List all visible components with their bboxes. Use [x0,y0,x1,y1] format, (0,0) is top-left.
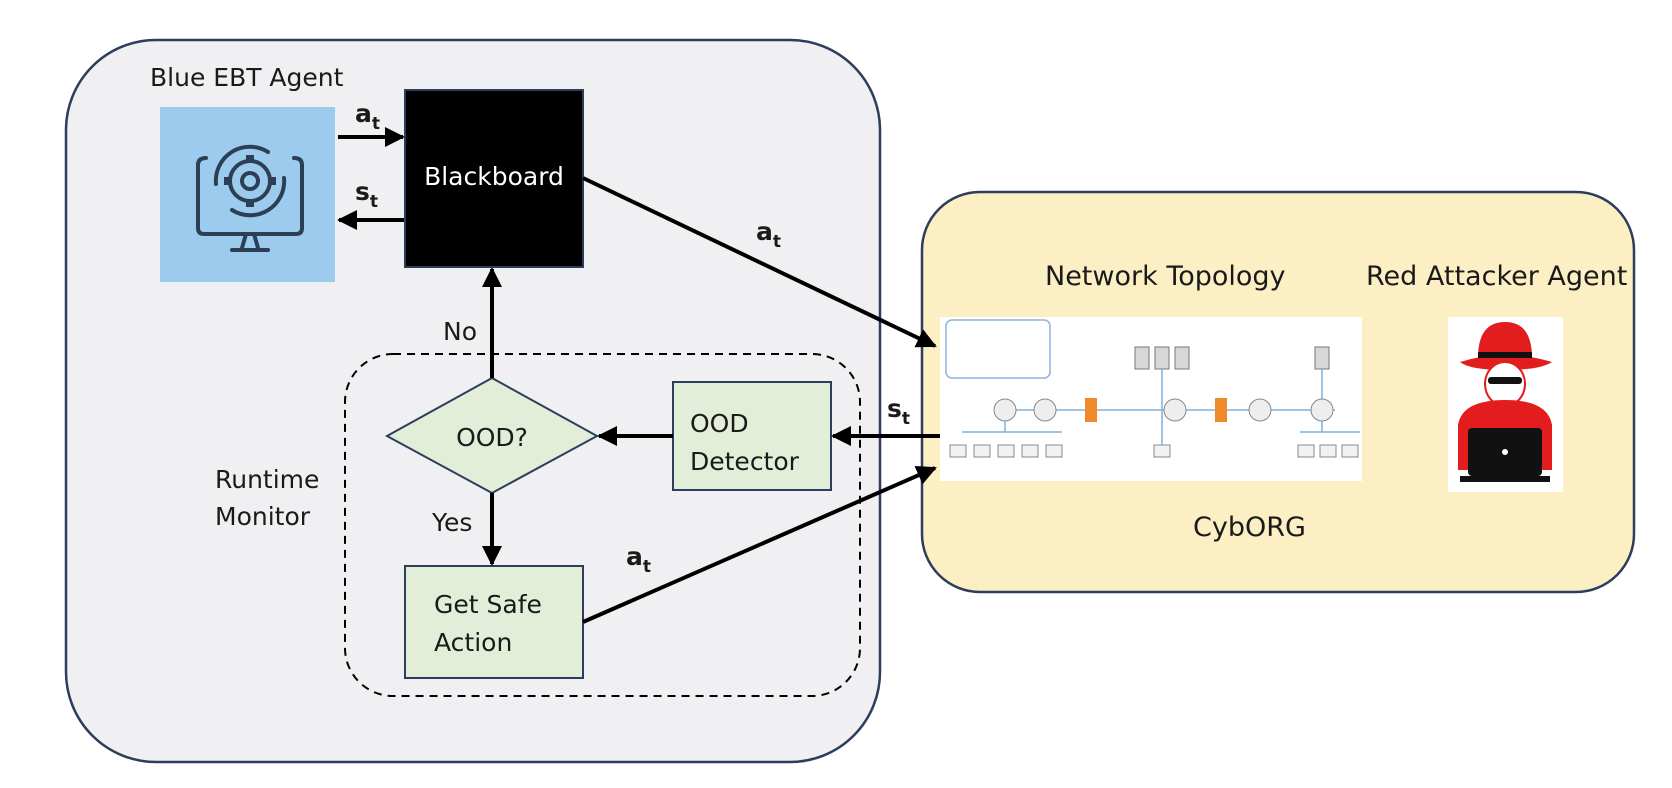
blackboard-label: Blackboard [424,162,564,191]
ood-decision-label: OOD? [456,423,528,452]
ood-detector-label-1: OOD [690,409,749,438]
yes-label: Yes [431,508,472,537]
state-label-right: st [887,394,910,429]
hacker-icon [1448,317,1563,492]
safe-action-label-2: Action [434,628,512,657]
blackboard-box: Blackboard [404,89,584,268]
ood-detector-box: OOD Detector [672,381,832,491]
runtime-monitor-label-2: Monitor [215,502,311,531]
runtime-monitor-region: Runtime Monitor [215,353,861,697]
action-label-right: at [756,217,781,252]
network-topology-icon [940,317,1362,481]
topology-title: Network Topology [1045,261,1286,292]
safe-action-to-topology-arrow [582,466,937,624]
get-safe-action-box: Get Safe Action [404,565,584,679]
action-label-top: at [355,99,380,134]
state-label-top: st [355,177,378,212]
safe-action-label-1: Get Safe [434,590,542,619]
ood-decision: OOD? [384,376,600,495]
blue-agent-title: Blue EBT Agent [150,63,344,92]
runtime-monitor-label-1: Runtime [215,465,319,494]
no-label: No [443,317,477,346]
ood-detector-label-2: Detector [690,447,800,476]
cyborg-name: CybORG [1193,512,1306,543]
action-label-bottom: at [626,542,651,577]
computer-settings-icon [160,107,335,282]
red-agent-title: Red Attacker Agent [1366,261,1627,292]
blackboard-to-topology-arrow [582,176,937,348]
